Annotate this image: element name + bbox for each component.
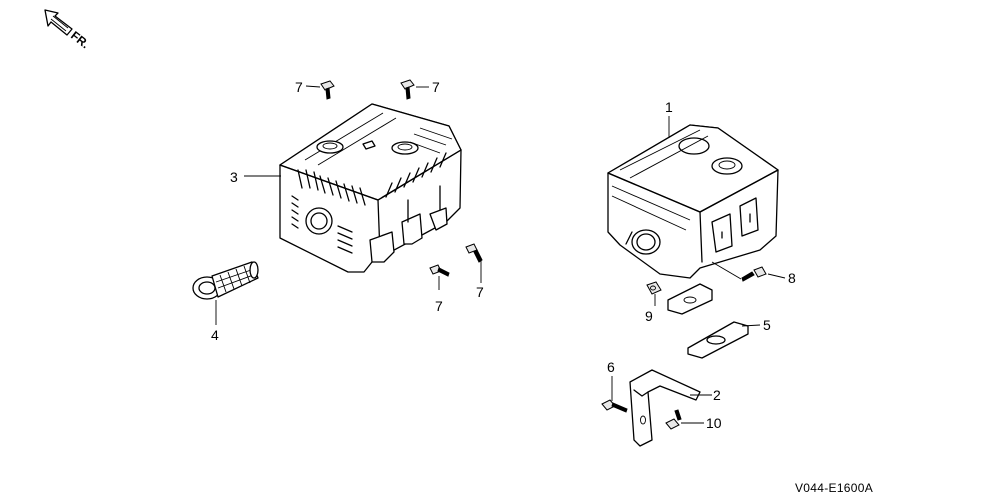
- bolt-7-top-right: [400, 79, 415, 100]
- callout-7-lower-left: 7: [435, 298, 443, 314]
- front-direction-indicator: FR.: [44, 9, 92, 51]
- callout-1: 1: [665, 99, 673, 115]
- callout-10: 10: [706, 415, 722, 431]
- bolt-7-lower-right: [465, 243, 483, 263]
- callout-6: 6: [607, 359, 615, 375]
- muffler-protector: [279, 103, 462, 273]
- muffler-bracket: [629, 369, 701, 447]
- callout-9: 9: [645, 308, 653, 324]
- callout-7-top-right: 7: [432, 79, 440, 95]
- callout-7-top-left: 7: [295, 79, 303, 95]
- callout-8: 8: [788, 270, 796, 286]
- callout-3: 3: [230, 169, 238, 185]
- bolt-6: [601, 399, 628, 413]
- callout-2: 2: [713, 387, 721, 403]
- leader-lines: [215, 85, 786, 424]
- front-label: FR.: [68, 28, 92, 51]
- front-direction-arrow-icon: [44, 9, 73, 36]
- bolt-7-top-left: [320, 80, 335, 100]
- bolt-7-lower-left: [429, 264, 450, 277]
- gasket: [687, 321, 749, 359]
- spark-arrester: [192, 261, 259, 300]
- diagram-code: V044-E1600A: [795, 481, 873, 495]
- muffler: [607, 124, 779, 315]
- bolt-10: [665, 409, 682, 430]
- bolt-8: [741, 266, 767, 282]
- callout-7-lower-right: 7: [476, 284, 484, 300]
- nut-9: [646, 281, 662, 295]
- callout-4: 4: [211, 327, 219, 343]
- callout-5: 5: [763, 317, 771, 333]
